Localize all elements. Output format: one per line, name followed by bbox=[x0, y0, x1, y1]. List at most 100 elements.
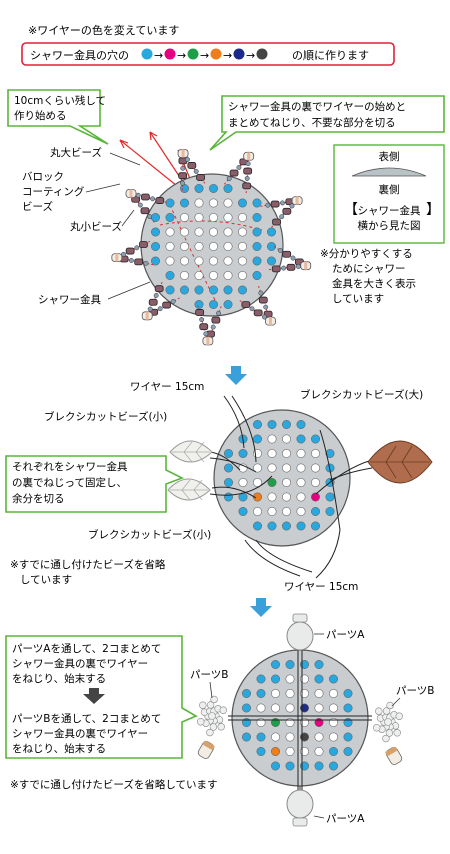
svg-text:】: 】 bbox=[426, 202, 440, 218]
fitting-hole bbox=[165, 285, 175, 295]
small-bead bbox=[210, 324, 216, 330]
part-b-bead bbox=[208, 712, 216, 720]
fitting-hole bbox=[209, 227, 219, 237]
callout-twist-end: シャワー金具の裏でワイヤーの始めと まとめてねじり、不要な部分を切る bbox=[209, 95, 445, 151]
label-part-a-top: パーツA bbox=[326, 629, 365, 641]
part-b-bead bbox=[382, 707, 391, 715]
fitting-hole bbox=[238, 227, 248, 237]
callout-twist-line2: まとめてねじり、不要な部分を切る bbox=[228, 116, 396, 129]
fitting-hole bbox=[296, 448, 306, 458]
fitting-hole bbox=[238, 477, 248, 487]
fitting-hole bbox=[267, 463, 277, 473]
big-bead bbox=[282, 207, 292, 215]
fitting-hole bbox=[325, 492, 335, 502]
small-bead bbox=[226, 176, 232, 182]
part-b-right bbox=[373, 701, 403, 765]
fitting-hole bbox=[180, 270, 190, 280]
small-bead bbox=[150, 196, 156, 202]
order-arrow: → bbox=[200, 49, 209, 62]
callout-fix-line2: の裏でねじって固定し、 bbox=[12, 476, 127, 489]
small-bead bbox=[170, 299, 176, 304]
small-bead bbox=[261, 314, 267, 320]
label-fitting: シャワー金具 bbox=[38, 293, 101, 306]
big-bead bbox=[243, 167, 253, 175]
fitting-hole bbox=[296, 419, 306, 429]
fitting-hole bbox=[310, 448, 320, 458]
fitting-hole bbox=[252, 270, 262, 280]
callout-twist-fix: それぞれをシャワー金具 の裏でねじって固定し、 余分を切る bbox=[5, 455, 184, 513]
fitting-hole bbox=[194, 227, 204, 237]
fitting-hole bbox=[242, 688, 252, 698]
step-arrow-1 bbox=[225, 366, 247, 385]
part-b-bead bbox=[209, 723, 218, 731]
part-b-bead bbox=[206, 728, 214, 737]
fitting-holes bbox=[151, 184, 276, 309]
shower-fitting-step2 bbox=[213, 409, 351, 547]
part-b-bead bbox=[386, 701, 394, 710]
part-a-top bbox=[286, 613, 314, 651]
fitting-hole bbox=[151, 213, 161, 223]
fitting-hole bbox=[296, 434, 306, 444]
fitting-hole bbox=[267, 521, 277, 531]
part-b-bead bbox=[206, 701, 215, 709]
fitting-hole bbox=[270, 659, 280, 669]
part-b-bead bbox=[219, 706, 227, 714]
small-bead bbox=[245, 161, 251, 167]
wires-step3 bbox=[228, 650, 372, 790]
fitting-hole bbox=[180, 256, 190, 266]
order-arrow: → bbox=[154, 49, 163, 62]
small-bead bbox=[258, 290, 264, 296]
small-bead bbox=[249, 306, 255, 312]
big-bead bbox=[270, 200, 280, 208]
fitting-hole bbox=[314, 674, 324, 684]
fitting-hole bbox=[180, 227, 190, 237]
small-bead bbox=[277, 247, 283, 253]
small-bead bbox=[193, 168, 199, 174]
part-b-cap bbox=[385, 746, 397, 756]
fitting-hole bbox=[270, 674, 280, 684]
small-bead bbox=[199, 317, 205, 322]
callout-a-line3: をねじり、始末する bbox=[12, 672, 106, 685]
small-bead bbox=[134, 245, 140, 251]
fitting-hole bbox=[238, 448, 248, 458]
order-dot bbox=[164, 48, 176, 60]
side-back-label: 裏側 bbox=[379, 183, 400, 196]
fitting-hole bbox=[270, 732, 280, 742]
fitting-hole bbox=[223, 227, 233, 237]
big-bead bbox=[258, 296, 268, 304]
fitting-hole bbox=[296, 477, 306, 487]
fitting-hole bbox=[238, 213, 248, 223]
label-wire-bottom: ワイヤー 15cm bbox=[284, 581, 358, 593]
order-suffix: の順に作ります bbox=[292, 49, 369, 62]
label-baroque-3: ビーズ bbox=[22, 200, 53, 213]
part-b-bead bbox=[385, 729, 394, 737]
callout-a-line2: シャワー金具の裏でワイヤー bbox=[12, 657, 148, 670]
fitting-hole bbox=[194, 184, 204, 194]
fitting-hole bbox=[180, 242, 190, 252]
fitting-hole bbox=[343, 688, 353, 698]
big-bead bbox=[125, 247, 135, 255]
fitting-hole bbox=[223, 285, 233, 295]
fitting-hole bbox=[224, 448, 234, 458]
wire-color-note: ※ワイヤーの色を変えています bbox=[28, 23, 179, 37]
small-bead bbox=[279, 214, 285, 220]
leaf-large bbox=[367, 440, 433, 484]
fitting-hole bbox=[253, 477, 263, 487]
label-part-a-bottom: パーツA bbox=[326, 813, 365, 825]
fitting-hole bbox=[314, 746, 324, 756]
fitting-hole bbox=[310, 492, 320, 502]
fitting-holes-step2 bbox=[224, 419, 335, 531]
fitting-hole bbox=[194, 256, 204, 266]
small-bead bbox=[135, 192, 141, 198]
order-dot bbox=[233, 48, 245, 60]
label-part-b-left: パーツB bbox=[190, 669, 229, 681]
fitting-hole bbox=[281, 521, 291, 531]
fitting-hole bbox=[296, 492, 306, 502]
side-view-shape bbox=[351, 167, 427, 177]
big-bead bbox=[162, 301, 172, 309]
callout-fix-line3: 余分を切る bbox=[12, 492, 65, 505]
fitting-hole bbox=[209, 198, 219, 208]
part-a-bottom bbox=[286, 786, 314, 827]
part-b-bead bbox=[210, 695, 218, 704]
callout-start-line2: 作り始める bbox=[14, 109, 67, 122]
